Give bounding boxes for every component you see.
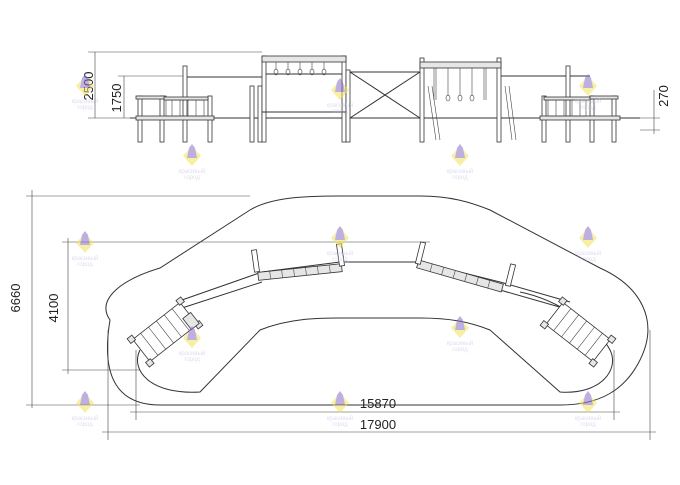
svg-text:красивый: красивый <box>72 255 99 262</box>
svg-text:красивый: красивый <box>575 415 602 422</box>
plan-right-beam <box>416 259 504 293</box>
svg-text:красивый: красивый <box>447 168 474 175</box>
cross-cables <box>345 69 421 143</box>
svg-text:город: город <box>184 357 200 363</box>
svg-text:красивый: красивый <box>447 340 474 347</box>
svg-text:красивый: красивый <box>327 415 354 422</box>
dimension-inner-depth: 4100 <box>46 294 61 323</box>
svg-text:город: город <box>452 347 468 353</box>
plan-right-platform <box>539 296 617 368</box>
svg-text:город: город <box>77 422 93 428</box>
plan-left-beam <box>257 263 343 281</box>
inner-zone-outline <box>137 291 613 393</box>
dimension-low-height: 270 <box>656 85 671 107</box>
dimension-overall-width: 17900 <box>360 417 396 432</box>
svg-text:красивый: красивый <box>72 415 99 422</box>
elevation-view: 2500 1750 270 <box>81 51 671 143</box>
dimension-overall-depth: 6660 <box>8 284 23 313</box>
plan-post <box>414 241 427 265</box>
svg-text:красивый: красивый <box>327 102 354 109</box>
svg-text:город: город <box>580 105 596 111</box>
rings-frame-left <box>261 55 347 143</box>
svg-text:красивый: красивый <box>179 350 206 357</box>
plan-post <box>251 249 260 273</box>
climbing-frame-right <box>419 57 590 143</box>
plan-post <box>504 263 517 287</box>
svg-text:город: город <box>77 105 93 111</box>
left-tower <box>135 65 263 143</box>
svg-text:город: город <box>184 175 200 181</box>
plan-dimension-lines <box>26 190 656 440</box>
svg-text:красивый: красивый <box>575 98 602 105</box>
svg-text:город: город <box>580 422 596 428</box>
svg-text:город: город <box>332 257 348 263</box>
elevation-dimension-lines <box>88 51 660 134</box>
svg-text:город: город <box>332 422 348 428</box>
svg-text:красивый: красивый <box>179 168 206 175</box>
svg-text:красивый: красивый <box>327 250 354 257</box>
plan-view: 6660 4100 15870 17900 <box>8 190 656 440</box>
svg-text:красивый: красивый <box>575 250 602 257</box>
svg-text:город: город <box>332 109 348 115</box>
safety-zone-outline <box>105 195 649 406</box>
svg-text:город: город <box>452 175 468 181</box>
right-tower <box>539 65 621 143</box>
dimension-deck-height: 1750 <box>109 84 124 113</box>
svg-text:красивый: красивый <box>72 98 99 105</box>
dimension-inner-width: 15870 <box>360 396 396 411</box>
svg-text:город: город <box>77 262 93 268</box>
svg-text:город: город <box>580 257 596 263</box>
